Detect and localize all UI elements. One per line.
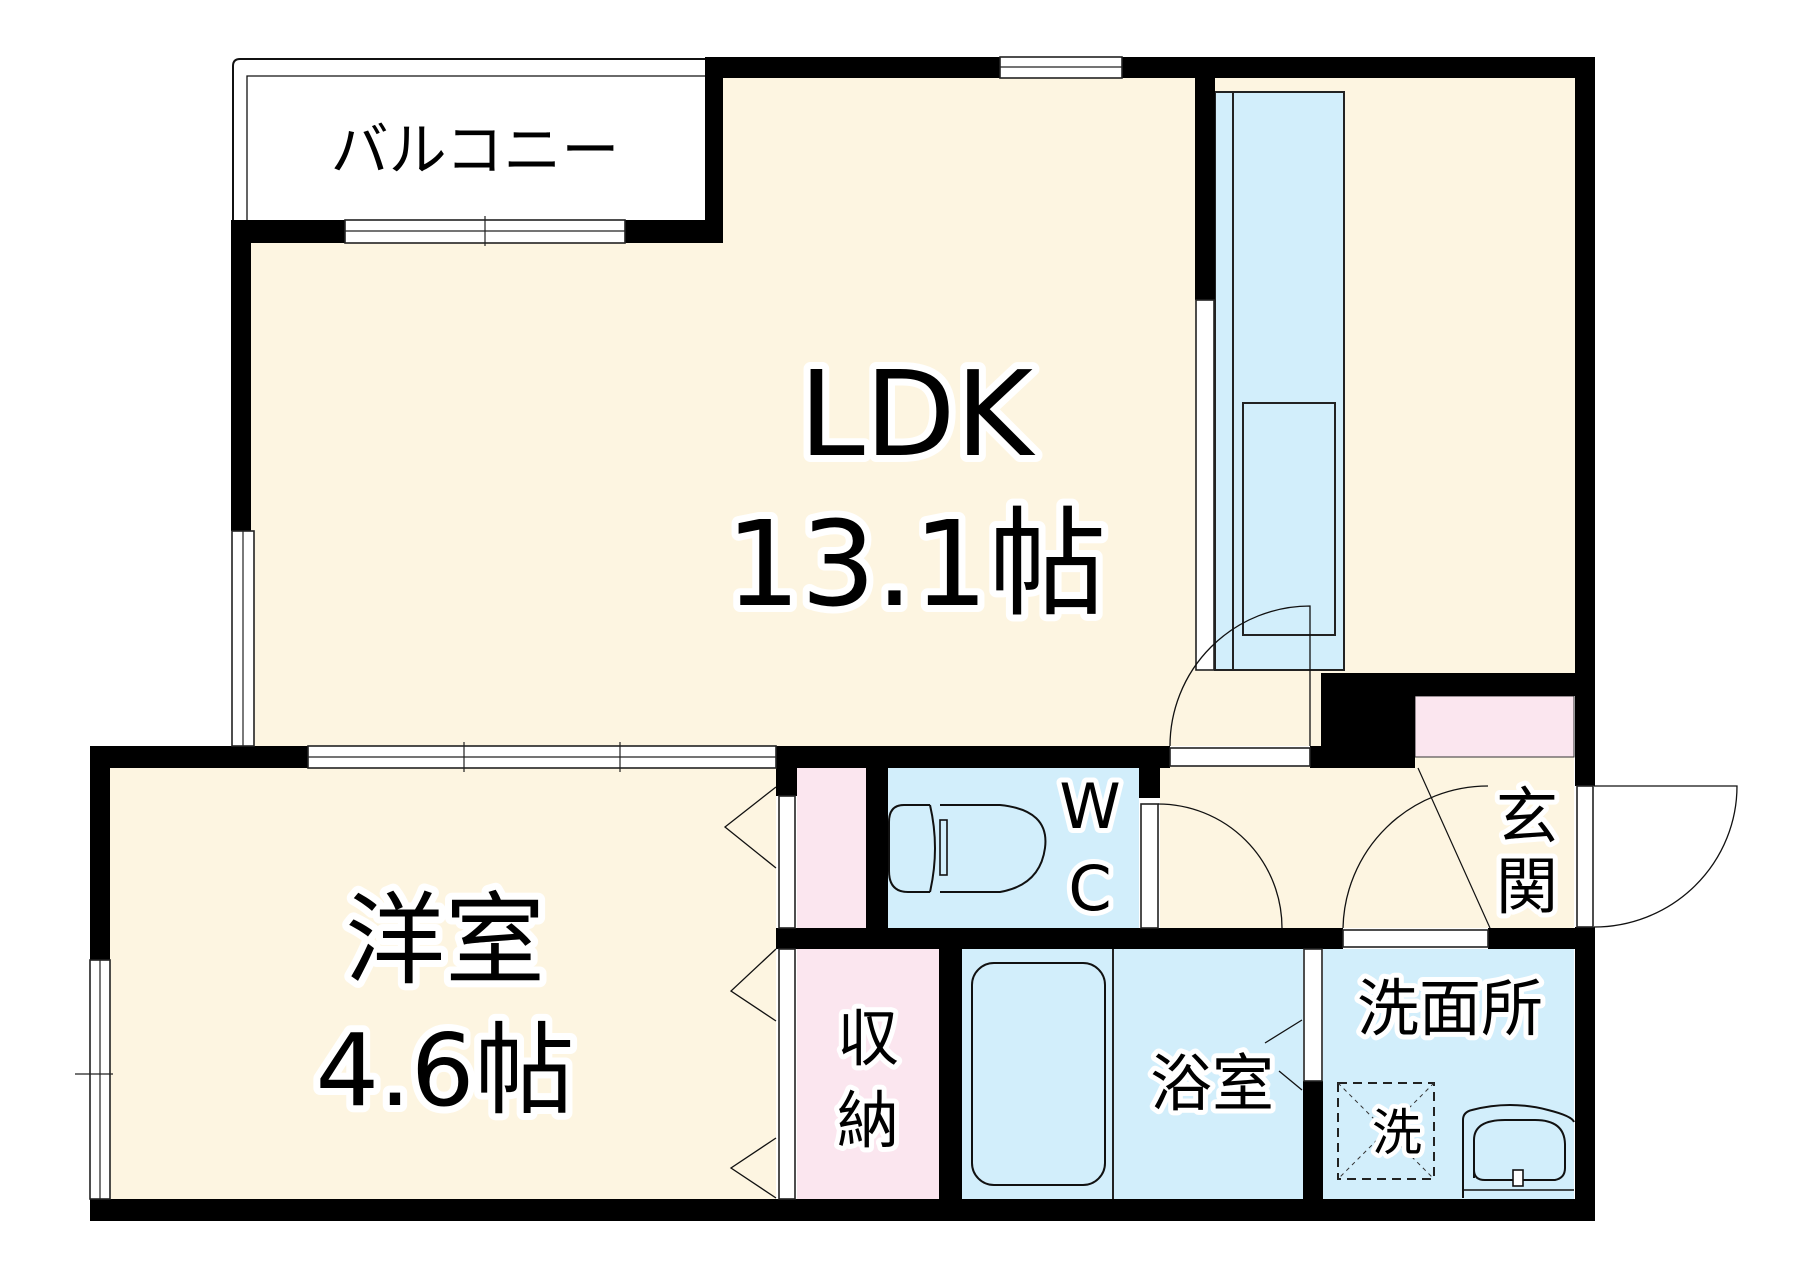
washer-label: 洗 (1372, 1104, 1422, 1162)
wc-label-top: W (1059, 770, 1120, 843)
closet-upper (797, 768, 866, 928)
wc-floor (888, 768, 1139, 928)
window-top (999, 56, 1123, 79)
hall-floor (1160, 757, 1574, 928)
washbasin-icon (1462, 1104, 1575, 1198)
windows (75, 56, 1215, 1200)
shoe-cabinet (1414, 695, 1575, 758)
washroom-floor (1323, 949, 1574, 1199)
balcony-label: バルコニー (331, 116, 620, 184)
door-bathroom[interactable] (1264, 948, 1323, 1091)
window-balcony (344, 216, 626, 246)
western-room-floor (110, 768, 776, 1199)
toilet-icon (888, 804, 1047, 893)
bathtub-icon (971, 949, 1114, 1199)
wc-label-bottom: C (1068, 852, 1111, 925)
doors (723, 605, 1738, 1200)
storage-floor (797, 949, 939, 1199)
western-room-size: 4.6帖 (315, 1012, 574, 1129)
door-wc[interactable] (1140, 803, 1283, 929)
washroom-label: 洗面所 (1357, 972, 1543, 1045)
storage-label-bottom: 納 (837, 1084, 899, 1157)
entrance-label-bottom: 関 (1496, 850, 1558, 923)
ldk-size: 13.1帖 (726, 495, 1107, 633)
closet-door-upper[interactable] (723, 786, 796, 929)
door-entrance[interactable] (1576, 785, 1738, 928)
entrance-label-top: 玄 (1496, 780, 1558, 853)
kitchen-counter (1214, 91, 1345, 671)
bathroom-label: 浴室 (1150, 1047, 1274, 1120)
western-room-label: 洋室 (345, 882, 545, 999)
balcony (232, 58, 705, 243)
sink-icon (1242, 402, 1336, 636)
sliding-door-western-room (307, 742, 777, 772)
bathroom-floor (962, 949, 1303, 1199)
washer-space (1337, 1082, 1435, 1180)
window-ldk-left (231, 530, 255, 747)
storage-door[interactable] (729, 948, 796, 1200)
door-ldk[interactable] (1169, 605, 1311, 767)
storage-label-top: 収 (837, 1002, 899, 1075)
ldk-label: LDK (799, 345, 1036, 483)
door-washroom[interactable] (1342, 767, 1491, 948)
window-western-left (75, 959, 113, 1200)
